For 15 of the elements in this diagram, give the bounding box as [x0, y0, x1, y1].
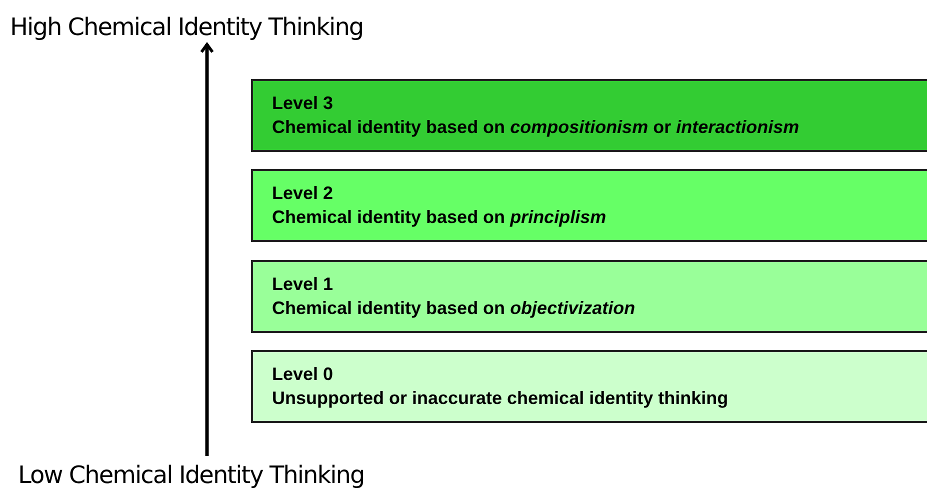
level-heading: Level 1: [272, 273, 334, 296]
level-box: [251, 79, 927, 152]
axis-label: Low Chemical Identity Thinking: [18, 460, 364, 490]
arrow: [200, 43, 214, 456]
level-description: Chemical identity based on objectivization: [272, 297, 636, 320]
level-box: [251, 169, 927, 242]
level-box: [251, 350, 927, 423]
level-description: Chemical identity based on principlism: [272, 206, 606, 229]
level-box: [251, 260, 927, 333]
level-description: Chemical identity based on compositionism or interactionism: [272, 116, 800, 139]
level-heading: Level 2: [272, 182, 334, 205]
level-heading: Level 3: [272, 92, 334, 115]
level-description: Unsupported or inaccurate chemical identity thinking: [272, 387, 728, 410]
level-heading: Level 0: [272, 363, 334, 386]
axis-label: High Chemical Identity Thinking: [10, 12, 364, 42]
